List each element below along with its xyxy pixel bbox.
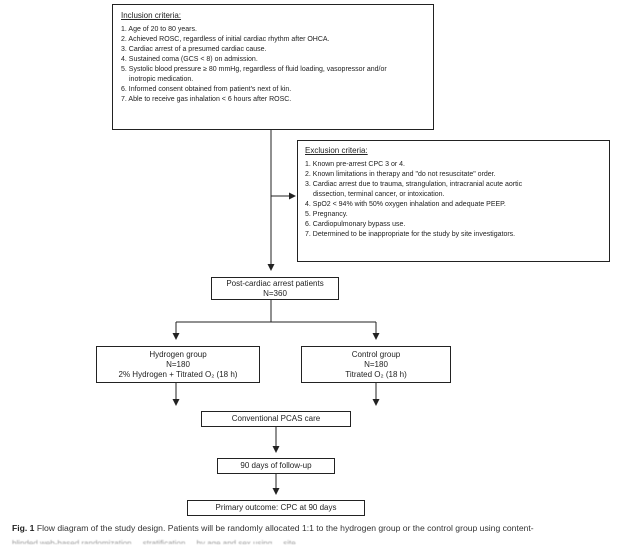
exclusion-criteria-box: Exclusion criteria: 1. Known pre-arrest …: [297, 140, 610, 262]
control-group-treatment: Titrated O₂ (18 h): [345, 369, 407, 379]
figure-caption: Fig. 1 Flow diagram of the study design.…: [12, 522, 640, 534]
control-group-label: Control group: [351, 349, 401, 359]
control-group-count: N=180: [364, 359, 388, 369]
primary-outcome-box: Primary outcome: CPC at 90 days: [187, 500, 365, 516]
exclusion-item: 1. Known pre-arrest CPC 3 or 4.: [305, 161, 405, 168]
inclusion-item: 7. Able to receive gas inhalation < 6 ho…: [121, 96, 292, 104]
control-group-box: Control group N=180 Titrated O₂ (18 h): [301, 346, 451, 383]
exclusion-item: 4. SpO2 < 94% with 50% oxygen inhalation…: [305, 200, 506, 208]
inclusion-criteria-heading: Inclusion criteria:: [121, 11, 182, 20]
inclusion-item: 2. Achieved ROSC, regardless of initial …: [121, 36, 330, 44]
exclusion-item: 2. Known limitations in therapy and "do …: [305, 171, 496, 179]
exclusion-item: 6. Cardiopulmonary bypass use.: [305, 221, 406, 229]
inclusion-item: 6. Informed consent obtained from patien…: [121, 86, 292, 94]
inclusion-item: inotropic medication.: [129, 75, 194, 83]
pcas-care-label: Conventional PCAS care: [231, 414, 321, 423]
primary-outcome-label: Primary outcome: CPC at 90 days: [215, 503, 337, 512]
figure-caption-text: Flow diagram of the study design. Patien…: [34, 523, 534, 533]
exclusion-item: 3. Cardiac arrest due to trauma, strangu…: [305, 181, 523, 189]
inclusion-item: 3. Cardiac arrest of a presumed cardiac …: [121, 46, 267, 54]
followup-label: 90 days of follow-up: [240, 461, 312, 470]
figure-label: Fig. 1: [12, 523, 35, 533]
hydrogen-group-count: N=180: [166, 359, 190, 369]
inclusion-criteria-box: Inclusion criteria: 1. Age of 20 to 80 y…: [112, 4, 434, 130]
inclusion-item: 4. Sustained coma (GCS < 8) on admission…: [121, 56, 258, 64]
inclusion-item: 1. Age of 20 to 80 years.: [121, 26, 197, 33]
exclusion-criteria-heading: Exclusion criteria:: [305, 146, 368, 155]
exclusion-item: 5. Pregnancy.: [305, 210, 348, 218]
followup-box: 90 days of follow-up: [217, 458, 335, 474]
inclusion-item: 5. Systolic blood pressure ≥ 80 mmHg, re…: [121, 66, 387, 74]
figure-caption-cut-line: blinded web-based randomization ... stra…: [12, 539, 305, 544]
post-arrest-label: Post-cardiac arrest patients: [226, 278, 324, 288]
exclusion-item: 7. Determined to be inappropriate for th…: [305, 231, 516, 239]
inclusion-criteria-list: 1. Age of 20 to 80 years. 2. Achieved RO…: [121, 25, 425, 105]
exclusion-criteria-list: 1. Known pre-arrest CPC 3 or 4. 2. Known…: [305, 160, 602, 240]
post-arrest-count: N=360: [263, 288, 287, 298]
pcas-care-box: Conventional PCAS care: [201, 411, 351, 427]
hydrogen-group-label: Hydrogen group: [149, 349, 207, 359]
exclusion-item: dissection, terminal cancer, or intoxica…: [313, 190, 445, 198]
post-arrest-patients-box: Post-cardiac arrest patients N=360: [211, 277, 339, 300]
hydrogen-group-box: Hydrogen group N=180 2% Hydrogen + Titra…: [96, 346, 260, 383]
hydrogen-group-treatment: 2% Hydrogen + Titrated O₂ (18 h): [118, 369, 238, 379]
